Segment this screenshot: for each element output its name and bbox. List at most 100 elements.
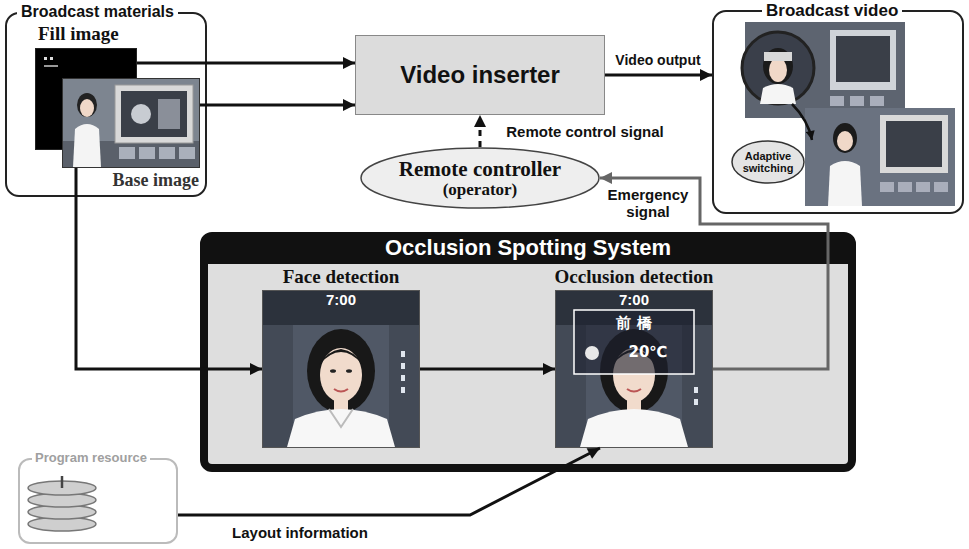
occlusion-detection-art bbox=[556, 291, 712, 447]
broadcast-frame-back bbox=[742, 32, 814, 104]
occlusion-detection-art bbox=[580, 409, 688, 447]
broadcast-frame-back bbox=[764, 52, 792, 61]
face-detection-art bbox=[401, 387, 405, 393]
broadcast-frame-front bbox=[837, 131, 853, 151]
base-image-art bbox=[77, 93, 97, 117]
base-image-art bbox=[63, 79, 199, 167]
signal-arrow bbox=[605, 74, 712, 77]
broadcast-frame-front bbox=[886, 121, 942, 167]
face-detection-art bbox=[319, 349, 363, 365]
base-image-art bbox=[121, 91, 187, 137]
group-title: Broadcast video bbox=[762, 1, 902, 21]
broadcast-frame-front bbox=[833, 123, 857, 153]
system-title: Occlusion Spotting System bbox=[208, 235, 848, 261]
face-detection-art bbox=[287, 409, 395, 447]
group-box: Broadcast videoAdaptive switching bbox=[712, 10, 964, 214]
broadcast-frame-back bbox=[742, 22, 905, 118]
face-detection-art bbox=[389, 325, 419, 447]
controller-label: Remote controller bbox=[399, 158, 561, 180]
image-box: Occlusion detection bbox=[555, 290, 713, 448]
face-detection-art bbox=[401, 363, 405, 369]
signal-arrow bbox=[600, 178, 828, 369]
broadcast-frame-back bbox=[830, 96, 844, 106]
broadcast-frame-front bbox=[805, 108, 955, 206]
broadcast-frame-back bbox=[836, 36, 890, 82]
broadcast-frame-front bbox=[828, 161, 862, 206]
disk-stack bbox=[61, 476, 64, 488]
face-detection-art bbox=[263, 325, 293, 447]
screen-caption: 7:00 bbox=[619, 292, 649, 308]
broadcast-frame-back bbox=[763, 48, 793, 84]
broadcast-frame-back bbox=[870, 96, 884, 106]
system-panel: Occlusion Spotting System Face detection bbox=[200, 232, 856, 472]
fill-image-art bbox=[44, 65, 58, 67]
screen-caption: 前 橋 bbox=[616, 315, 651, 331]
base-image-art bbox=[159, 147, 175, 159]
base-image-art bbox=[179, 147, 195, 159]
broadcast-frame-back bbox=[760, 84, 796, 104]
switch-arrow bbox=[792, 104, 812, 140]
face-detection-art bbox=[263, 291, 419, 447]
signal-arrow bbox=[137, 62, 355, 65]
screen-caption: 7:00 bbox=[326, 292, 356, 308]
group-title: Program resource bbox=[32, 450, 150, 466]
signal-arrow bbox=[420, 368, 555, 371]
switch-ellipse-shape bbox=[732, 141, 804, 183]
signal-label: Layout information bbox=[230, 524, 370, 541]
broadcast-frame-front bbox=[934, 182, 948, 192]
base-image-art bbox=[80, 99, 94, 117]
controller-ellipse-shape bbox=[361, 148, 599, 208]
broadcast-frame-back bbox=[830, 30, 896, 90]
base-image-art bbox=[139, 147, 155, 159]
signal-label: Emergency signal bbox=[602, 186, 694, 220]
signal-arrow bbox=[479, 115, 482, 147]
base-image-art bbox=[158, 99, 180, 129]
base-image-art bbox=[63, 79, 199, 167]
occlusion-detection-art bbox=[694, 399, 698, 405]
signal-arrow bbox=[178, 448, 600, 515]
storage-group: Program resource bbox=[18, 458, 178, 544]
image-heading: Fill image bbox=[38, 23, 119, 45]
broadcast-frame-back bbox=[769, 58, 787, 82]
occlusion-detection-art bbox=[574, 310, 694, 374]
occlusion-detection-art bbox=[585, 346, 599, 360]
face-detection-art bbox=[334, 389, 348, 392]
face-detection-art bbox=[401, 375, 405, 381]
occlusion-detection-art bbox=[627, 389, 641, 392]
fill-image-art bbox=[50, 57, 53, 60]
broadcast-frame-front bbox=[916, 182, 930, 192]
image-heading: Base image bbox=[113, 169, 199, 191]
base-image-art bbox=[131, 104, 151, 124]
base-image-art bbox=[115, 85, 193, 143]
broadcast-frame-front bbox=[805, 108, 955, 206]
face-detection-art bbox=[307, 329, 375, 413]
process-box: Video inserter bbox=[355, 35, 605, 115]
face-detection-art bbox=[401, 351, 405, 357]
switch-ellipse: Adaptive switching bbox=[731, 140, 805, 184]
process-label: Video inserter bbox=[400, 61, 560, 89]
base-image-art bbox=[119, 147, 135, 159]
face-detection-art bbox=[330, 369, 336, 373]
image-heading: Face detection bbox=[243, 266, 439, 288]
signal-label: Remote control signal bbox=[504, 123, 666, 140]
switch-label: Adaptive switching bbox=[739, 150, 797, 174]
group-box: Broadcast materials Fill image Base imag… bbox=[5, 12, 207, 197]
screen-caption: 20℃ bbox=[628, 344, 667, 360]
face-detection-art bbox=[320, 348, 362, 402]
broadcast-frame-back bbox=[850, 96, 864, 106]
face-detection-art bbox=[263, 291, 419, 325]
signal-label: Video output bbox=[613, 52, 702, 69]
image-box: Base image bbox=[62, 78, 200, 168]
controller-sublabel: (operator) bbox=[443, 180, 518, 199]
broadcast-frame-front bbox=[898, 182, 912, 192]
image-box: Face detection bbox=[262, 290, 420, 448]
group-title: Broadcast materials bbox=[17, 3, 178, 21]
broadcast-frame-front bbox=[880, 115, 948, 173]
face-detection-art bbox=[329, 409, 353, 427]
broadcast-frame-front bbox=[880, 182, 894, 192]
signal-arrow bbox=[200, 104, 355, 107]
controller-ellipse: Remote controller(operator) bbox=[360, 147, 600, 209]
disk-stack bbox=[28, 476, 96, 531]
face-detection-art bbox=[346, 369, 352, 373]
